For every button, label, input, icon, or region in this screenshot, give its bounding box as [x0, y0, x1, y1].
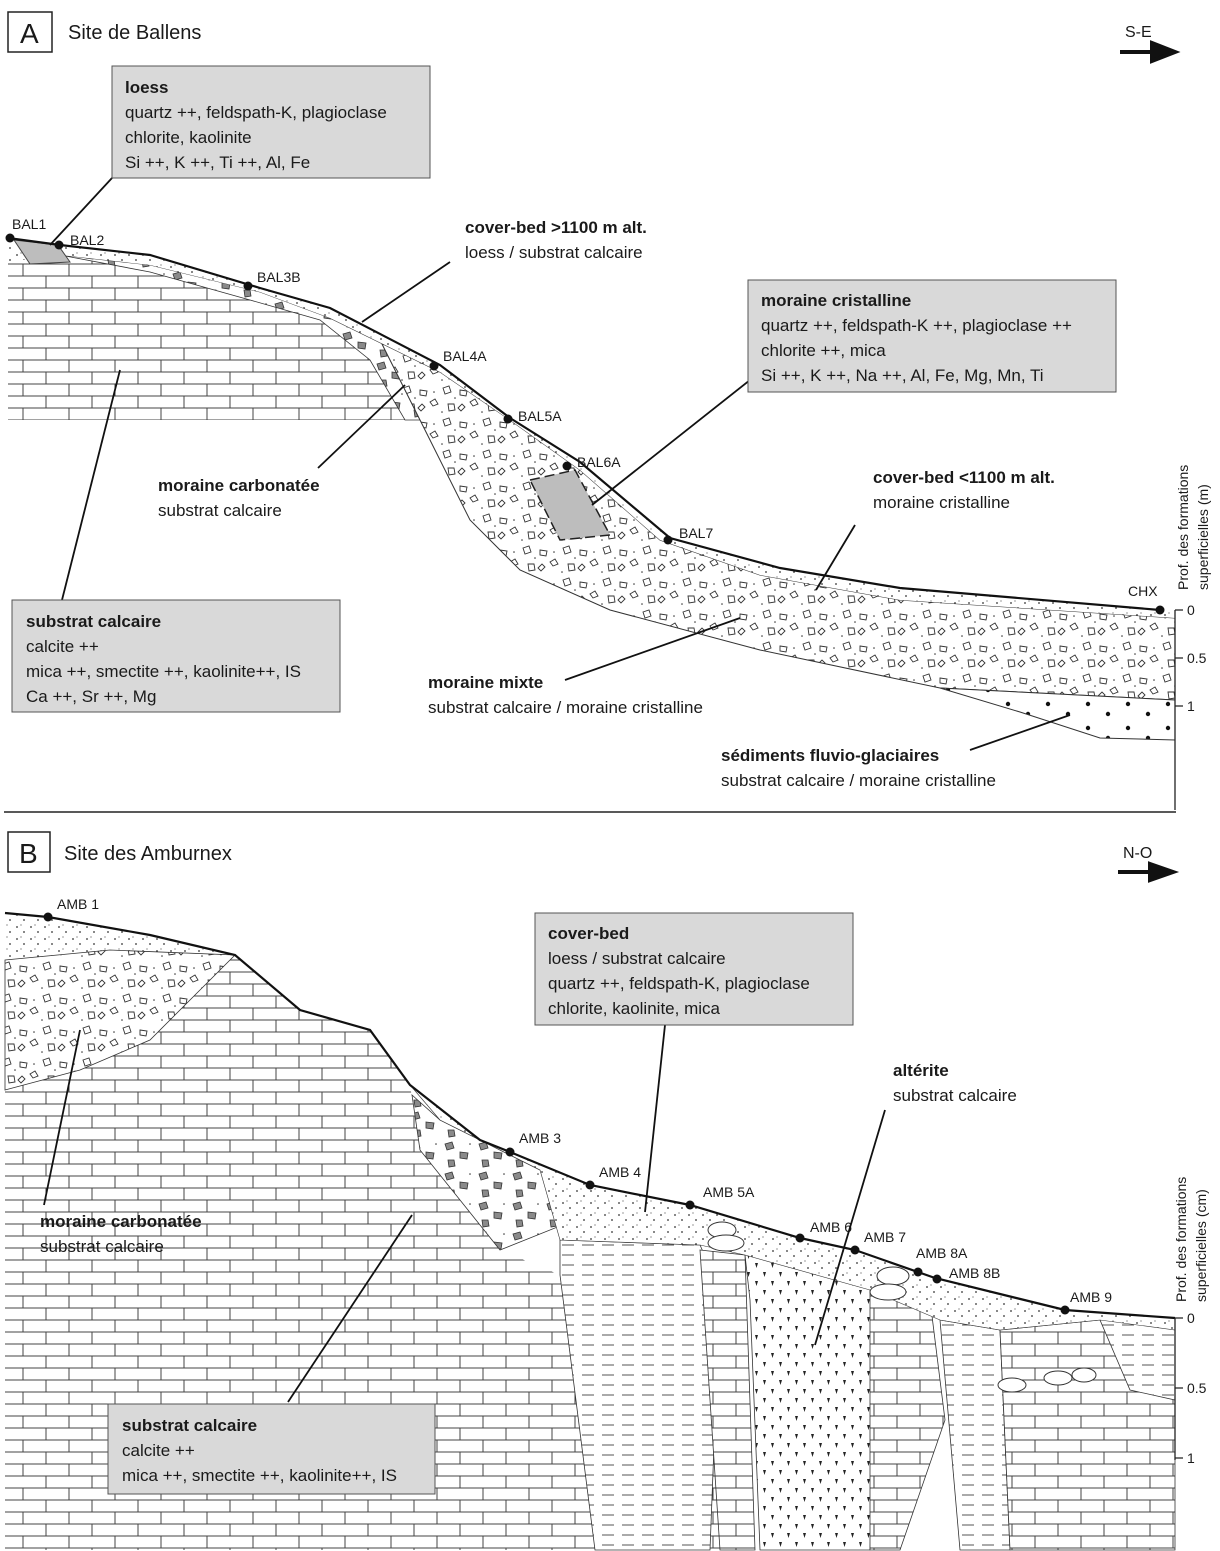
- axis-label-b-2: superficielles (cm): [1193, 1189, 1209, 1302]
- point-label: BAL5A: [518, 408, 562, 424]
- point-label: CHX: [1128, 583, 1158, 599]
- moraine-cristalline-line1: quartz ++, feldspath-K ++, plagioclase +…: [761, 316, 1072, 335]
- point-amb3: [506, 1148, 515, 1157]
- substrat-a-line2: mica ++, smectite ++, kaolinite++, IS: [26, 662, 301, 681]
- moraine-cristalline-line3: Si ++, K ++, Na ++, Al, Fe, Mg, Mn, Ti: [761, 366, 1044, 385]
- panel-b-direction: N-O: [1123, 845, 1152, 862]
- loess-line3: Si ++, K ++, Ti ++, Al, Fe: [125, 153, 310, 172]
- panel-a: A Site de Ballens S-E BAL1 BAL2 BAL3B BA…: [6, 12, 1212, 810]
- point-bal7: [664, 536, 673, 545]
- coverbed-high-sub: loess / substrat calcaire: [465, 243, 643, 262]
- point-bal5a: [504, 415, 513, 424]
- sediments-title: séd​iments fluvio-glaciaires: [721, 746, 939, 765]
- point-amb8b: [933, 1275, 942, 1284]
- point-bal3b: [244, 282, 253, 291]
- point-chx: [1156, 606, 1165, 615]
- moraine-cristalline-line2: chlorite ++, mica: [761, 341, 886, 360]
- loess-title: loess: [125, 78, 168, 97]
- alterite-sub: substrat calcaire: [893, 1086, 1017, 1105]
- point-label: AMB 6: [810, 1219, 852, 1235]
- tick-a-05: 0.5: [1187, 650, 1207, 666]
- point-label: AMB 8A: [916, 1245, 968, 1261]
- limestone-column: [870, 1290, 945, 1550]
- point-label: AMB 7: [864, 1229, 906, 1245]
- coverbed-b-line2: quartz ++, feldspath-K, plagioclase: [548, 974, 810, 993]
- substrat-b-line1: calcite ++: [122, 1441, 195, 1460]
- point-amb6: [796, 1234, 805, 1243]
- coverbed-b-title: cover-bed: [548, 924, 629, 943]
- coverbed-high-title: cover-bed >1100 m alt.: [465, 218, 647, 237]
- point-label: AMB 1: [57, 896, 99, 912]
- point-bal2: [55, 241, 64, 250]
- moraine-cristalline-title: moraine cristalline: [761, 291, 911, 310]
- point-amb1: [44, 913, 53, 922]
- moraine-carbonatee-a-title: moraine carbonatée: [158, 476, 320, 495]
- panel-a-direction: S-E: [1125, 24, 1152, 41]
- direction-arrow-icon: [1118, 864, 1173, 880]
- tick-b-0: 0: [1187, 1310, 1195, 1326]
- moraine-carbonatee-b-sub: substrat calcaire: [40, 1237, 164, 1256]
- loess-line1: quartz ++, feldspath-K, plagioclase: [125, 103, 387, 122]
- depth-axis-b: [1175, 1318, 1183, 1460]
- panel-b: B Site des Amburnex N-O: [5, 832, 1209, 1550]
- point-amb4: [586, 1181, 595, 1190]
- direction-arrow-icon: [1120, 43, 1175, 61]
- moraine-carbonatee-b-title: moraine carbonatée: [40, 1212, 202, 1231]
- tick-a-1: 1: [1187, 698, 1195, 714]
- panel-a-title: Site de Ballens: [68, 22, 201, 44]
- point-label: BAL1: [12, 216, 46, 232]
- point-label: AMB 9: [1070, 1289, 1112, 1305]
- point-label: BAL3B: [257, 269, 301, 285]
- point-amb9: [1061, 1306, 1070, 1315]
- coverbed-b-line1: loess / substrat calcaire: [548, 949, 726, 968]
- point-label: AMB 8B: [949, 1265, 1000, 1281]
- point-label: AMB 3: [519, 1130, 561, 1146]
- coverbed-low-title: cover-bed <1100 m alt.: [873, 468, 1055, 487]
- sediments-sub: substrat calcaire / moraine cristalline: [721, 771, 996, 790]
- panel-b-letter: B: [19, 838, 38, 869]
- point-label: AMB 4: [599, 1164, 641, 1180]
- point-label: BAL7: [679, 525, 713, 541]
- alterite-zone: [745, 1255, 880, 1550]
- point-amb7: [851, 1246, 860, 1255]
- point-label: BAL2: [70, 232, 104, 248]
- moraine-mixte-sub: substrat calcaire / moraine cristalline: [428, 698, 703, 717]
- axis-label-a-1: Prof. des formations: [1175, 465, 1191, 590]
- panel-a-letter: A: [20, 18, 39, 49]
- panel-b-title: Site des Amburnex: [64, 843, 232, 865]
- substrat-b-title: substrat calcaire: [122, 1416, 257, 1435]
- tick-b-05: 0.5: [1187, 1380, 1207, 1396]
- point-label: BAL6A: [577, 454, 621, 470]
- axis-label-b-1: Prof. des formations: [1173, 1177, 1189, 1302]
- tick-a-0: 0: [1187, 602, 1195, 618]
- coverbed-low-sub: moraine cristalline: [873, 493, 1010, 512]
- dash-zone-2: [940, 1320, 1010, 1550]
- alterite-title: altérite: [893, 1061, 949, 1080]
- point-label: AMB 5A: [703, 1184, 755, 1200]
- point-bal4a: [430, 362, 439, 371]
- coverbed-b-line3: chlorite, kaolinite, mica: [548, 999, 721, 1018]
- point-amb8a: [914, 1268, 923, 1277]
- point-bal6a: [563, 462, 572, 471]
- substrat-a-line3: Ca ++, Sr ++, Mg: [26, 687, 156, 706]
- substrat-a-title: substrat calcaire: [26, 612, 161, 631]
- axis-label-a-2: superficielles (m): [1195, 484, 1211, 590]
- tick-b-1: 1: [1187, 1450, 1195, 1466]
- point-amb5a: [686, 1201, 695, 1210]
- loess-line2: chlorite, kaolinite: [125, 128, 252, 147]
- substrat-b-line2: mica ++, smectite ++, kaolinite++, IS: [122, 1466, 397, 1485]
- point-bal1: [6, 234, 15, 243]
- moraine-mixte-title: moraine mixte: [428, 673, 543, 692]
- moraine-carbonatee-a-sub: substrat calcaire: [158, 501, 282, 520]
- substrat-a-line1: calcite ++: [26, 637, 99, 656]
- depth-axis-a: [1175, 610, 1183, 810]
- point-label: BAL4A: [443, 348, 487, 364]
